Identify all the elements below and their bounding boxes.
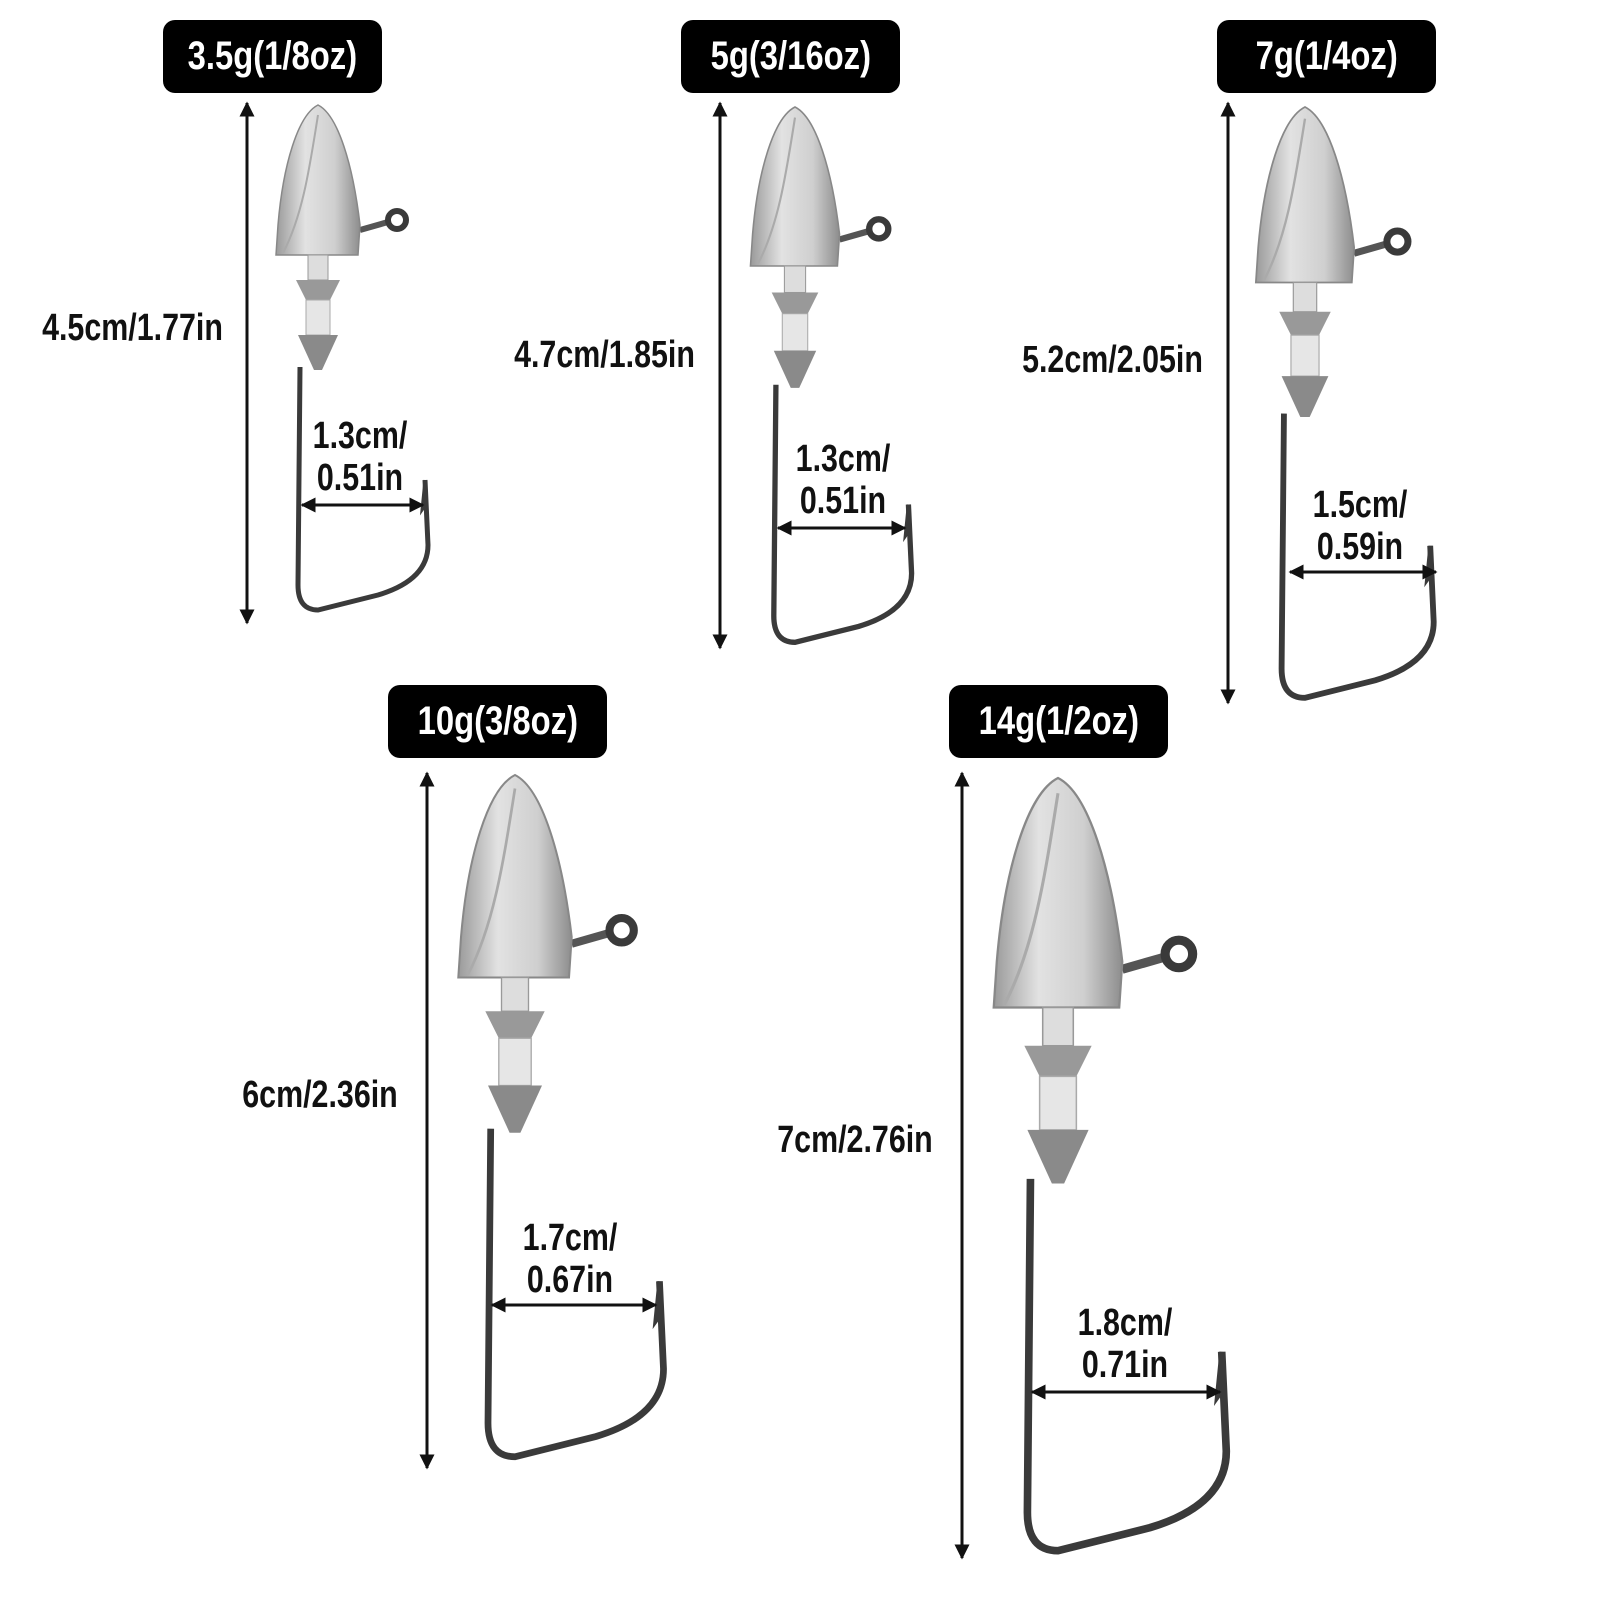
jig-hook-1 xyxy=(276,105,428,610)
jig-hook-3 xyxy=(1256,107,1434,698)
gap-in: 0.51in xyxy=(799,480,887,522)
weight-badge-5: 14g(1/2oz) xyxy=(949,685,1168,758)
weight-badge-2: 5g(3/16oz) xyxy=(681,20,900,93)
jig-hook-2 xyxy=(750,107,911,642)
length-label-2: 4.7cm/1.85in xyxy=(514,334,695,376)
length-label-5: 7cm/2.76in xyxy=(777,1119,933,1161)
gap-cm: 1.3cm/ xyxy=(795,438,891,480)
gap-cm: 1.3cm/ xyxy=(312,415,408,457)
weight-label: 10g(3/8oz) xyxy=(417,699,578,743)
weight-badge-3: 7g(1/4oz) xyxy=(1217,20,1436,93)
gap-label-5: 1.8cm/0.71in xyxy=(1077,1302,1173,1386)
gap-cm: 1.7cm/ xyxy=(522,1217,618,1259)
length-label-4: 6cm/2.36in xyxy=(242,1074,398,1116)
weight-label: 3.5g(1/8oz) xyxy=(187,34,358,78)
weight-label: 14g(1/2oz) xyxy=(978,699,1139,743)
length-label-3: 5.2cm/2.05in xyxy=(1022,339,1203,381)
gap-cm: 1.8cm/ xyxy=(1077,1302,1173,1344)
jig-hook-5 xyxy=(994,778,1227,1551)
weight-badge-4: 10g(3/8oz) xyxy=(388,685,607,758)
weight-label: 7g(1/4oz) xyxy=(1255,34,1398,78)
gap-cm: 1.5cm/ xyxy=(1312,484,1408,526)
gap-in: 0.67in xyxy=(526,1259,614,1301)
gap-in: 0.59in xyxy=(1316,526,1404,568)
weight-badge-1: 3.5g(1/8oz) xyxy=(163,20,382,93)
jig-hook-4 xyxy=(458,775,663,1457)
gap-label-2: 1.3cm/0.51in xyxy=(795,438,891,522)
gap-label-1: 1.3cm/0.51in xyxy=(312,415,408,499)
gap-label-3: 1.5cm/0.59in xyxy=(1312,484,1408,568)
gap-label-4: 1.7cm/0.67in xyxy=(522,1217,618,1301)
gap-in: 0.71in xyxy=(1081,1344,1169,1386)
gap-in: 0.51in xyxy=(316,457,404,499)
weight-label: 5g(3/16oz) xyxy=(710,34,871,78)
length-label-1: 4.5cm/1.77in xyxy=(42,307,223,349)
